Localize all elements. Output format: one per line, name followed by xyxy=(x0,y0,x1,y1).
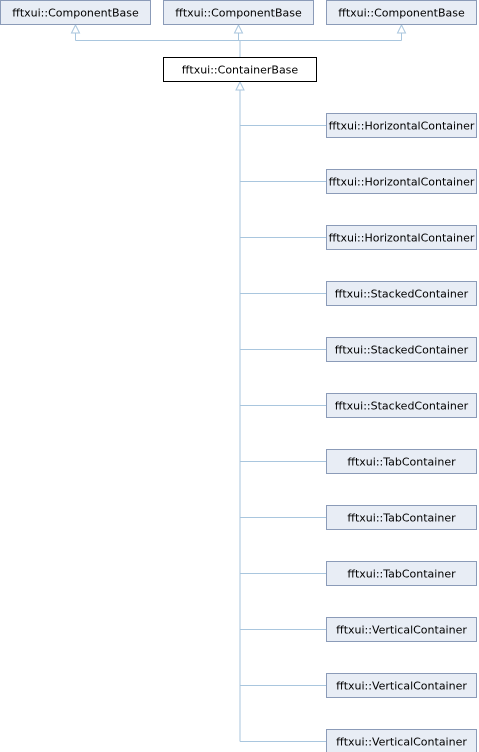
arrow-to-base-0 xyxy=(70,23,81,34)
derived-class-node-4-box xyxy=(326,337,477,362)
derived-class-node-3[interactable]: fftxui::StackedContainer xyxy=(326,281,477,306)
derived-class-node-1-label: fftxui::HorizontalContainer xyxy=(329,176,475,189)
derived-class-node-8[interactable]: fftxui::TabContainer xyxy=(326,561,477,586)
arrow-to-base-2 xyxy=(396,23,407,34)
derived-class-node-7-box xyxy=(326,505,477,530)
derived-class-node-9-label: fftxui::VerticalContainer xyxy=(336,624,467,637)
base-class-node-0-label: fftxui::ComponentBase xyxy=(12,7,139,20)
derived-class-node-9[interactable]: fftxui::VerticalContainer xyxy=(326,617,477,642)
derived-class-node-8-box xyxy=(326,561,477,586)
derived-class-node-10-label: fftxui::VerticalContainer xyxy=(336,680,467,693)
focus-class-node-box xyxy=(163,57,317,82)
derived-class-node-10-box xyxy=(326,673,477,698)
derived-class-node-2-box xyxy=(326,225,477,250)
derived-class-node-11[interactable]: fftxui::VerticalContainer xyxy=(326,729,477,752)
focus-class-node-label: fftxui::ContainerBase xyxy=(182,64,299,77)
derived-class-node-1-box xyxy=(326,169,477,194)
derived-class-node-5[interactable]: fftxui::StackedContainer xyxy=(326,393,477,418)
derived-class-node-6-box xyxy=(326,449,477,474)
derived-class-node-6-label: fftxui::TabContainer xyxy=(347,456,456,469)
focus-class-node[interactable]: fftxui::ContainerBase xyxy=(163,57,317,82)
arrow-to-base-1 xyxy=(233,23,244,34)
base-class-node-2-label: fftxui::ComponentBase xyxy=(338,7,465,20)
derived-class-node-3-label: fftxui::StackedContainer xyxy=(335,288,469,301)
derived-class-node-4-label: fftxui::StackedContainer xyxy=(335,344,469,357)
base-class-node-0-box xyxy=(0,0,151,25)
derived-class-node-2-label: fftxui::HorizontalContainer xyxy=(329,232,475,245)
derived-class-node-0[interactable]: fftxui::HorizontalContainer xyxy=(326,113,477,138)
derived-class-node-7-label: fftxui::TabContainer xyxy=(347,512,456,525)
derived-class-node-11-box xyxy=(326,729,477,752)
base-class-node-1-box xyxy=(163,0,314,25)
derived-class-node-7[interactable]: fftxui::TabContainer xyxy=(326,505,477,530)
derived-class-node-0-label: fftxui::HorizontalContainer xyxy=(329,120,475,133)
arrow-to-focus xyxy=(235,80,245,91)
base-class-node-2-box xyxy=(326,0,477,25)
derived-class-node-9-box xyxy=(326,617,477,642)
derived-class-node-10[interactable]: fftxui::VerticalContainer xyxy=(326,673,477,698)
base-class-node-2[interactable]: fftxui::ComponentBase xyxy=(326,0,477,25)
derived-class-node-5-label: fftxui::StackedContainer xyxy=(335,400,469,413)
derived-class-node-5-box xyxy=(326,393,477,418)
edges xyxy=(70,23,407,742)
derived-class-node-6[interactable]: fftxui::TabContainer xyxy=(326,449,477,474)
derived-class-node-1[interactable]: fftxui::HorizontalContainer xyxy=(326,169,477,194)
derived-class-node-3-box xyxy=(326,281,477,306)
base-class-node-0[interactable]: fftxui::ComponentBase xyxy=(0,0,151,25)
derived-class-node-11-label: fftxui::VerticalContainer xyxy=(336,736,467,749)
derived-class-node-8-label: fftxui::TabContainer xyxy=(347,568,456,581)
derived-class-node-4[interactable]: fftxui::StackedContainer xyxy=(326,337,477,362)
base-class-node-1[interactable]: fftxui::ComponentBase xyxy=(163,0,314,25)
base-class-node-1-label: fftxui::ComponentBase xyxy=(175,7,302,20)
derived-class-node-0-box xyxy=(326,113,477,138)
derived-class-node-2[interactable]: fftxui::HorizontalContainer xyxy=(326,225,477,250)
